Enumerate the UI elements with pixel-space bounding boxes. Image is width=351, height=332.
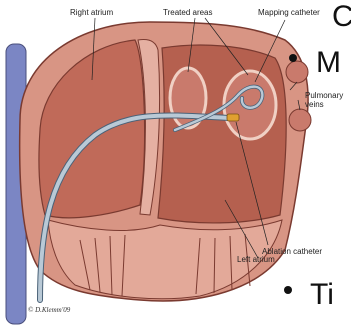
label-left-atrium: Left atrium: [237, 255, 275, 264]
bullet-dot-1: [289, 54, 297, 62]
pulmonary-vein-top: [286, 61, 308, 83]
slide-text-bullet-2: Ti: [310, 278, 334, 311]
bullet-dot-2: [284, 286, 292, 294]
artist-credit: © D.Klemm'09: [28, 306, 71, 314]
label-right-atrium: Right atrium: [70, 8, 113, 17]
treated-area-right: [224, 71, 276, 139]
label-mapping-catheter: Mapping catheter: [258, 8, 320, 17]
label-treated-areas: Treated areas: [163, 8, 213, 17]
label-pulmonary-veins-line2: veins: [305, 100, 324, 109]
slide-text-bullet-1: M: [316, 46, 341, 79]
pulmonary-vein-bottom: [289, 109, 311, 131]
slide-text-top: C: [332, 0, 351, 33]
ablation-catheter-tip: [227, 114, 239, 121]
label-pulmonary-veins-line1: Pulmonary: [305, 91, 343, 100]
